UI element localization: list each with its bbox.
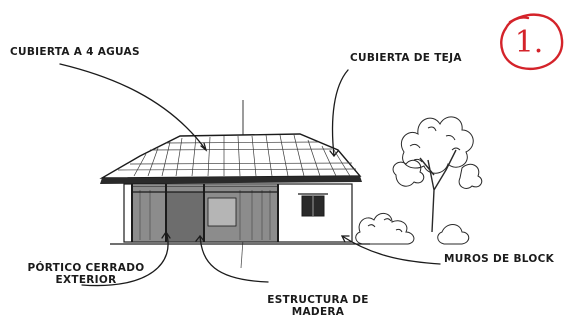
label-structure: ESTRUCTURA DE MADERA — [262, 294, 374, 318]
bushes — [355, 213, 470, 245]
label-structure-line1: ESTRUCTURA DE — [267, 294, 369, 306]
badge-number: 1. — [514, 25, 544, 60]
tree — [392, 116, 483, 233]
label-porch: PÓRTICO CERRADO EXTERIOR — [26, 262, 146, 286]
label-roof-tile: CUBIERTA DE TEJA — [350, 52, 462, 64]
label-roof-hip: CUBIERTA A 4 AGUAS — [10, 46, 140, 58]
label-structure-line2: MADERA — [291, 306, 345, 318]
label-porch-line1: PÓRTICO CERRADO — [27, 262, 145, 274]
label-walls-block: MUROS DE BLOCK — [444, 253, 555, 265]
badge-circle — [500, 13, 564, 71]
house — [99, 100, 370, 269]
leader-lines — [59, 63, 441, 287]
label-porch-line2: EXTERIOR — [55, 274, 117, 286]
